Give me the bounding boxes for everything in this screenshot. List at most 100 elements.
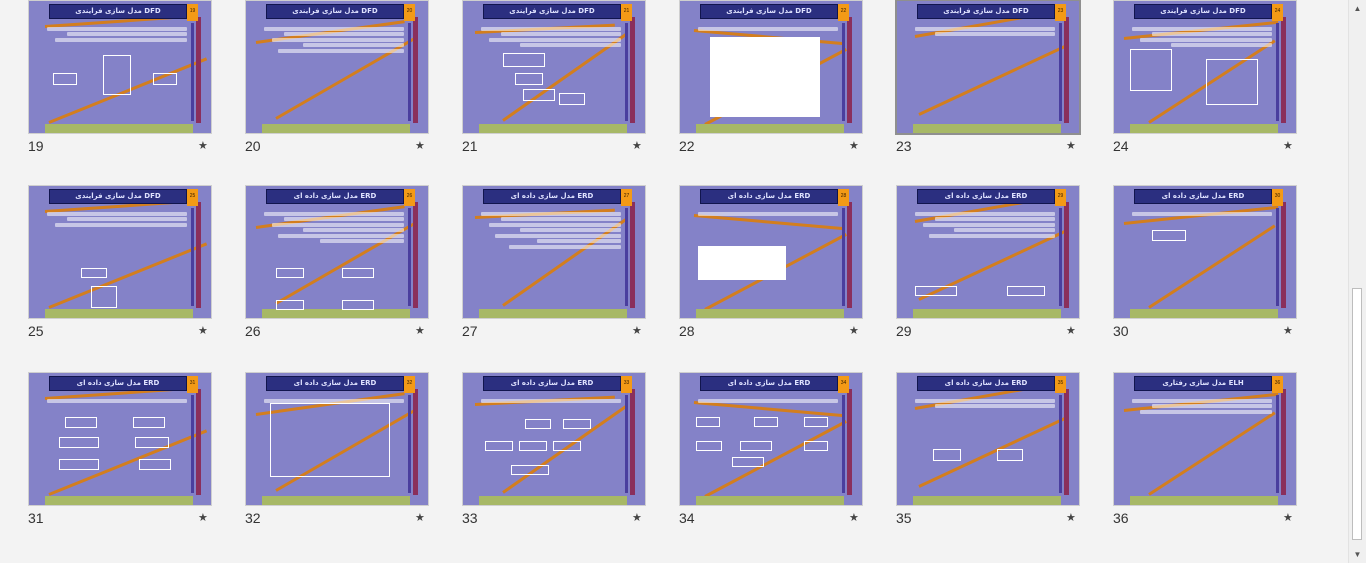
slide-transition-star-icon[interactable]: ★ bbox=[415, 325, 425, 337]
slide-number-label: 27 bbox=[462, 323, 478, 339]
scroll-down-arrow-icon[interactable]: ▼ bbox=[1353, 550, 1362, 559]
slide-number-badge: 23 bbox=[1055, 4, 1066, 21]
text-line-placeholder bbox=[47, 398, 187, 403]
slide-transition-star-icon[interactable]: ★ bbox=[1283, 512, 1293, 524]
slide-transition-star-icon[interactable]: ★ bbox=[1283, 140, 1293, 152]
vertical-scrollbar[interactable]: ▲ ▼ bbox=[1348, 0, 1366, 563]
diagram-element bbox=[153, 73, 177, 85]
text-line-placeholder bbox=[489, 37, 621, 42]
diagram-element bbox=[710, 37, 820, 117]
slide-title: مدل سازی داده ای ERD bbox=[700, 376, 838, 391]
diagram-element bbox=[519, 441, 547, 451]
scrollbar-thumb[interactable] bbox=[1352, 288, 1362, 540]
slide-number-badge: 26 bbox=[404, 189, 415, 206]
slide-transition-star-icon[interactable]: ★ bbox=[849, 512, 859, 524]
text-line-placeholder bbox=[1151, 404, 1272, 408]
slide-title: مدل سازی داده ای ERD bbox=[266, 376, 404, 391]
text-line-placeholder bbox=[283, 217, 404, 221]
decorative-stripe bbox=[413, 389, 418, 495]
slide-transition-star-icon[interactable]: ★ bbox=[1066, 325, 1076, 337]
slide-transition-star-icon[interactable]: ★ bbox=[1066, 140, 1076, 152]
slide-transition-star-icon[interactable]: ★ bbox=[415, 140, 425, 152]
decorative-band bbox=[45, 496, 193, 505]
slide-title: مدل سازی فرایندی DFD bbox=[917, 4, 1055, 19]
slide-transition-star-icon[interactable]: ★ bbox=[198, 325, 208, 337]
decorative-stripe bbox=[408, 23, 411, 121]
text-line-placeholder bbox=[915, 26, 1055, 31]
slide-transition-star-icon[interactable]: ★ bbox=[632, 325, 642, 337]
text-line-placeholder bbox=[915, 398, 1055, 403]
slide-transition-star-icon[interactable]: ★ bbox=[198, 512, 208, 524]
slide-title: مدل سازی فرایندی DFD bbox=[49, 189, 187, 204]
slide-number-label: 23 bbox=[896, 138, 912, 154]
slide-transition-star-icon[interactable]: ★ bbox=[632, 512, 642, 524]
slide-title: مدل سازی داده ای ERD bbox=[917, 376, 1055, 391]
slide-transition-star-icon[interactable]: ★ bbox=[415, 512, 425, 524]
decorative-band bbox=[479, 496, 627, 505]
text-line-placeholder bbox=[500, 32, 621, 36]
slide-transition-star-icon[interactable]: ★ bbox=[1066, 512, 1076, 524]
slide-number-label: 33 bbox=[462, 510, 478, 526]
decorative-stripe bbox=[1281, 17, 1286, 123]
text-line-placeholder bbox=[1140, 409, 1272, 414]
slide-title: مدل سازی داده ای ERD bbox=[49, 376, 187, 391]
slide-transition-star-icon[interactable]: ★ bbox=[198, 140, 208, 152]
slide-transition-star-icon[interactable]: ★ bbox=[849, 140, 859, 152]
text-line-placeholder bbox=[481, 26, 621, 31]
decorative-band bbox=[913, 496, 1061, 505]
text-line-placeholder bbox=[47, 26, 187, 31]
slide-transition-star-icon[interactable]: ★ bbox=[849, 325, 859, 337]
text-line-placeholder bbox=[283, 32, 404, 36]
slide-transition-star-icon[interactable]: ★ bbox=[1283, 325, 1293, 337]
diagram-element bbox=[485, 441, 513, 451]
scroll-up-arrow-icon[interactable]: ▲ bbox=[1353, 4, 1362, 13]
slide-number-label: 30 bbox=[1113, 323, 1129, 339]
diagram-element bbox=[276, 268, 304, 278]
text-line-placeholder bbox=[1140, 37, 1272, 42]
slide-body-text bbox=[264, 210, 404, 300]
slide-body-text bbox=[915, 210, 1055, 300]
slide-transition-star-icon[interactable]: ★ bbox=[632, 140, 642, 152]
